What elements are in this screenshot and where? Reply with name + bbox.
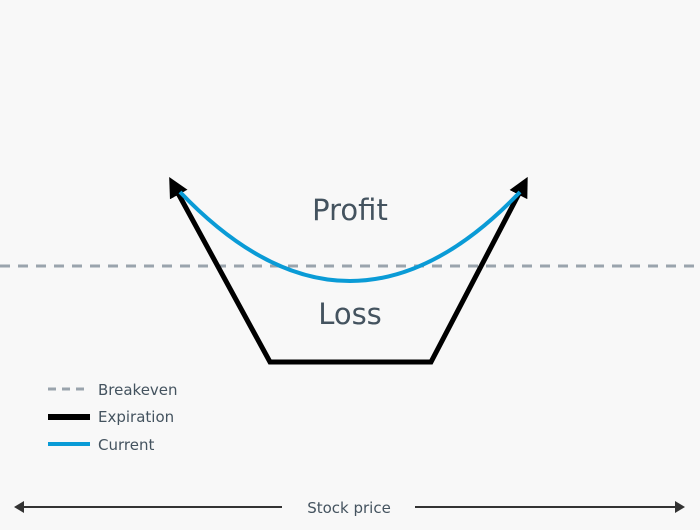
legend-current-label: Current xyxy=(98,436,154,454)
axis-left-arrowhead-icon xyxy=(14,501,24,513)
profit-label: Profit xyxy=(312,193,388,227)
loss-label: Loss xyxy=(318,297,382,331)
current-curve xyxy=(178,190,522,283)
expiration-line xyxy=(169,176,528,365)
legend-expiration-label: Expiration xyxy=(98,408,174,426)
axis-label: Stock price xyxy=(307,499,391,517)
axis-right-arrowhead-icon xyxy=(675,501,685,513)
legend-breakeven-label: Breakeven xyxy=(98,381,178,399)
